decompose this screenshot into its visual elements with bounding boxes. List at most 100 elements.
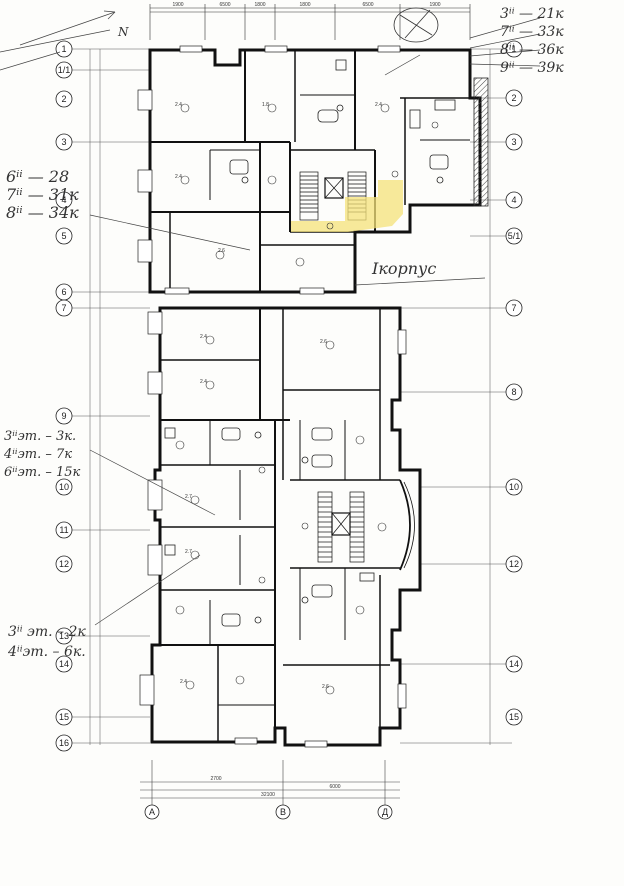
annotation-leaders [0, 17, 541, 626]
upper-section-walls [148, 48, 482, 294]
svg-text:2.7: 2.7 [185, 494, 192, 500]
axis-label: 2 [511, 93, 516, 103]
dimension-value: 32100 [261, 792, 275, 798]
axis-bubble [505, 708, 523, 726]
axis-bubble [275, 804, 291, 820]
note-left-middle: 3ⁱⁱэт. – 3к. 4ⁱⁱэт. – 7к 6ⁱⁱэт. – 15к [3, 429, 81, 480]
svg-text:2.6: 2.6 [218, 248, 225, 254]
axis-bubble [505, 227, 523, 245]
axis-label: 5/1 [508, 231, 521, 241]
axis-label: А [149, 807, 155, 817]
axis-label: 6 [61, 287, 66, 297]
svg-text:2.7: 2.7 [185, 549, 192, 555]
svg-text:2.4: 2.4 [200, 379, 207, 385]
bay-window [399, 479, 411, 571]
axis-label: 8 [511, 387, 516, 397]
axis-bubble [505, 40, 523, 58]
svg-text:1.8: 1.8 [262, 102, 269, 108]
svg-text:2.4: 2.4 [175, 174, 182, 180]
axis-label: 2 [61, 94, 66, 104]
upper-windows [137, 45, 401, 295]
axis-bubble [505, 299, 523, 317]
axis-bubble [377, 804, 393, 820]
axis-bubble [505, 133, 523, 151]
axis-label: 16 [59, 738, 69, 748]
note-line: 7ⁱⁱ — 31к [6, 185, 79, 204]
lower-windows [139, 311, 407, 748]
right-grid-lines [400, 48, 512, 745]
svg-text:2.4: 2.4 [375, 102, 382, 108]
axis-bubble [55, 40, 73, 58]
note-left-upper: 6ⁱⁱ — 28 7ⁱⁱ — 31к 8ⁱⁱ — 34к [6, 167, 79, 222]
note-line: 9ⁱⁱ — 39к [500, 60, 564, 76]
hatched-wall [473, 77, 489, 207]
dimension-value: 1800 [299, 2, 310, 8]
dimension-value: 2700 [210, 776, 221, 782]
axis-bubble [55, 655, 73, 673]
dimension-value: 6500 [219, 2, 230, 8]
axis-label: 10 [59, 482, 69, 492]
note-line: 8ⁱⁱ — 34к [6, 203, 79, 222]
note-line: 4ⁱⁱэт. – 6к. [7, 644, 86, 660]
svg-text:2.6: 2.6 [322, 684, 329, 690]
bottom-dimension-lines [140, 760, 400, 812]
axis-bubble [55, 407, 73, 425]
note-line: 3ⁱⁱ эт. – 2к [8, 624, 86, 640]
svg-text:2.4: 2.4 [200, 334, 207, 340]
svg-text:2.4: 2.4 [180, 679, 187, 685]
axis-bubble [144, 804, 160, 820]
note-line: 8ⁱⁱ — 36к [500, 42, 564, 58]
svg-text:2.4: 2.4 [175, 102, 182, 108]
axis-label: 5 [61, 231, 66, 241]
axis-bubble [505, 383, 523, 401]
axis-label: 13 [59, 631, 69, 641]
axis-bubble [505, 191, 523, 209]
axis-label: 14 [509, 659, 519, 669]
axis-bubble [55, 708, 73, 726]
axis-label: 12 [509, 559, 519, 569]
dimension-value: 6500 [362, 2, 373, 8]
axis-bubble [55, 61, 73, 79]
building-label: Iкорпус [371, 259, 436, 278]
axis-label: 4 [61, 195, 66, 205]
small-dimension-labels: 2.4 1.8 2.4 2.4 2.6 2.4 2.4 2.6 2.7 2.7 2.4 2.… [175, 102, 382, 690]
highlighted-area [291, 180, 403, 232]
north-arrow [19, 10, 116, 46]
bay-window-inner [403, 481, 415, 569]
axis-label: 7 [511, 303, 516, 313]
note-line: 6ⁱⁱэт. – 15к [4, 465, 81, 480]
axis-bubble [55, 734, 73, 752]
axis-bubble [55, 555, 73, 573]
axis-bubble [55, 299, 73, 317]
lower-bath-fixtures [164, 427, 375, 627]
dimension-value: 1900 [172, 2, 183, 8]
axis-bubble [55, 627, 73, 645]
upper-room-markers [180, 103, 439, 267]
axis-bubble [55, 478, 73, 496]
axis-label: 7 [61, 303, 66, 313]
axis-label: 1/1 [58, 65, 71, 75]
note-line: 6ⁱⁱ — 28 [6, 167, 69, 186]
upper-bath-fixtures [229, 59, 456, 184]
dimension-value: 1900 [429, 2, 440, 8]
axis-label: 11 [59, 525, 68, 535]
note-left-lower: 3ⁱⁱ эт. – 2к 4ⁱⁱэт. – 6к. [7, 624, 86, 660]
svg-text:2.6: 2.6 [320, 339, 327, 345]
axis-bubble [55, 227, 73, 245]
axis-bubble [55, 90, 73, 108]
left-grid-lines [72, 48, 150, 745]
axis-label: 3 [511, 137, 516, 147]
top-dimension-line [149, 4, 471, 40]
axis-bubble [55, 191, 73, 209]
north-label: N [117, 25, 129, 39]
note-line: 3ⁱⁱ — 21к [500, 6, 564, 22]
axis-label: Д [382, 807, 388, 817]
lower-stairwell [317, 491, 365, 563]
axis-bubble [55, 133, 73, 151]
axis-label: 1 [511, 44, 516, 54]
